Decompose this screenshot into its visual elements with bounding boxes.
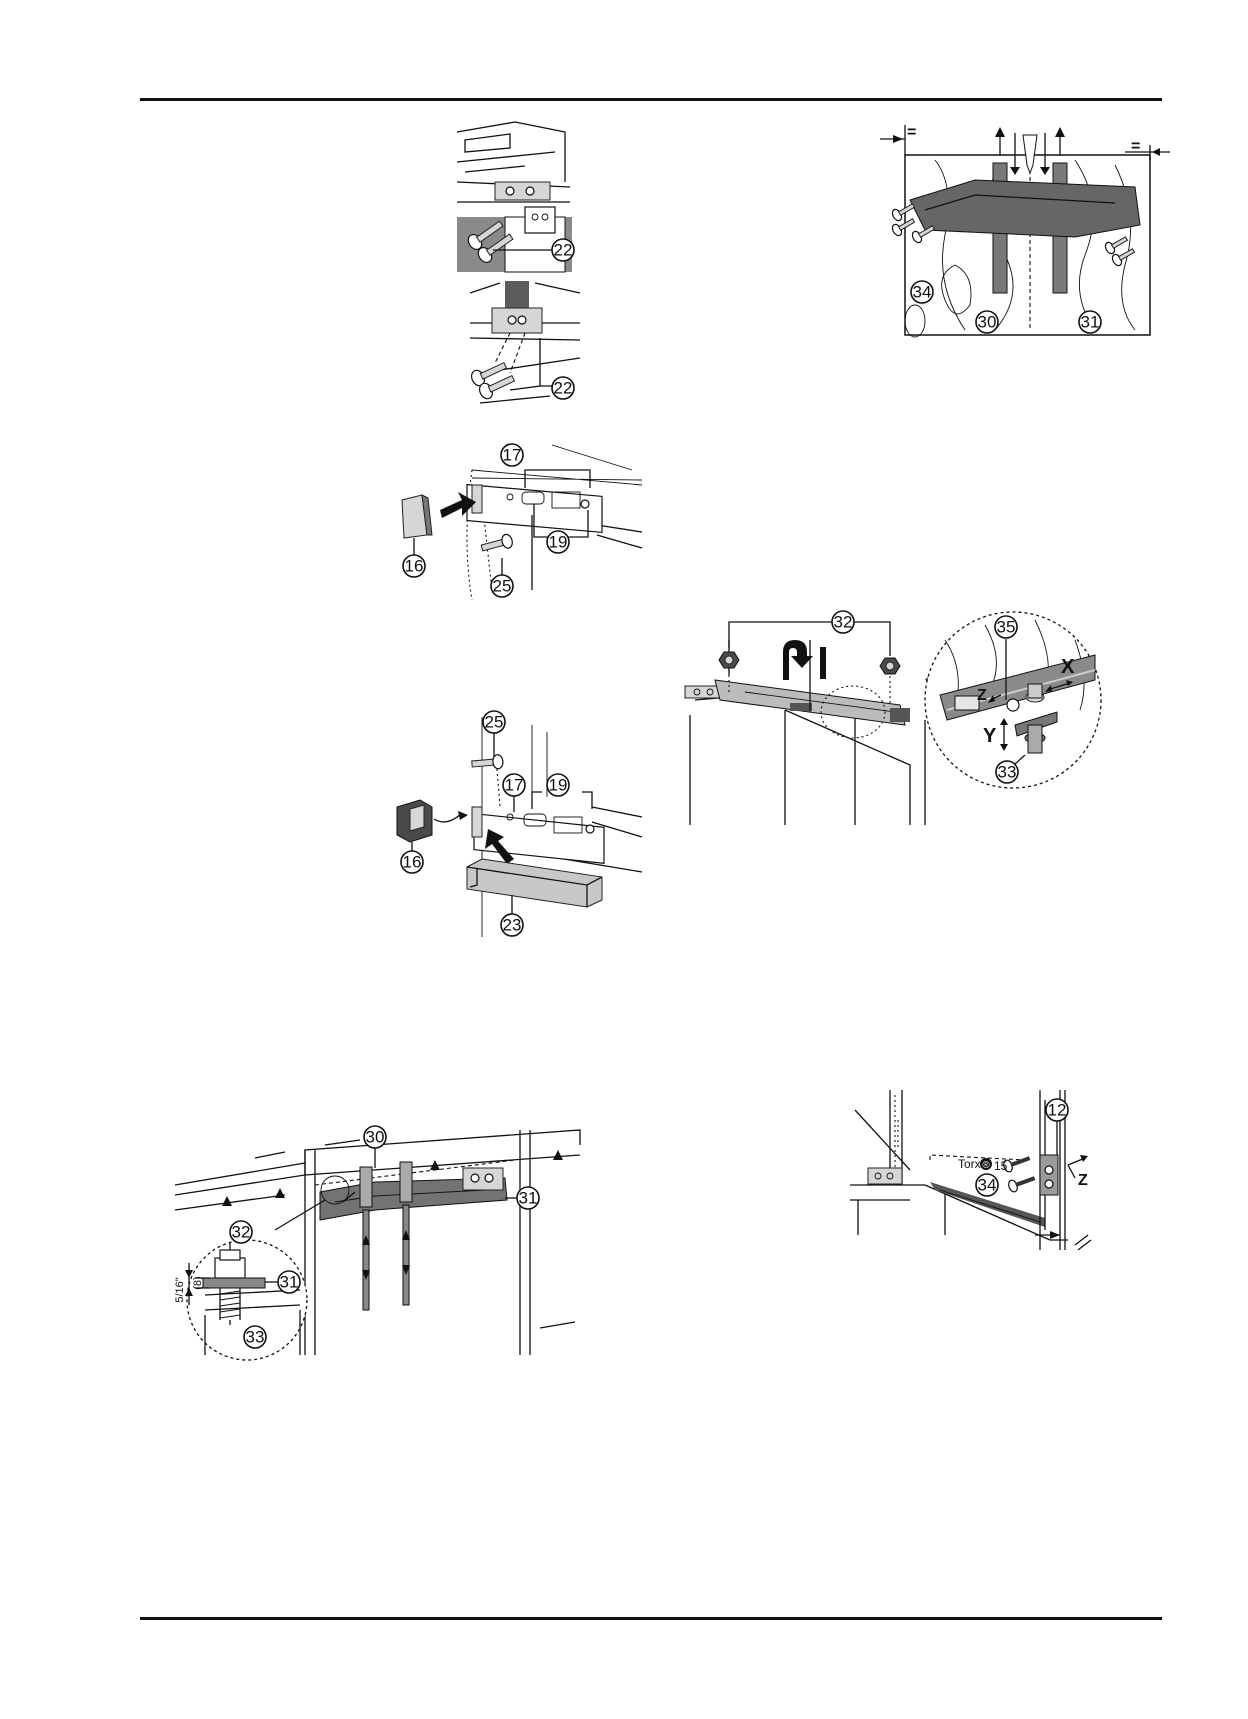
dimension-imperial: 5/16" xyxy=(174,1277,186,1302)
svg-text:16: 16 xyxy=(403,853,422,872)
callout-31: 31 xyxy=(278,1271,300,1293)
callout-23: 23 xyxy=(501,914,523,936)
figure-hinge-cover-refit: 25 17 19 16 23 xyxy=(392,707,642,942)
axis-label-x: X xyxy=(1061,656,1075,678)
footer-rule xyxy=(140,1617,1162,1620)
callout-33: 33 xyxy=(244,1326,266,1348)
svg-text:33: 33 xyxy=(998,763,1017,782)
svg-text:17: 17 xyxy=(503,446,522,465)
callout-32: 32 xyxy=(230,1221,252,1243)
figure-hinge-screws-bottom: 22 xyxy=(470,278,590,408)
svg-text:33: 33 xyxy=(246,1328,265,1347)
svg-text:31: 31 xyxy=(519,1189,538,1208)
gap-equal-right: = xyxy=(1131,138,1140,155)
figure-cabinet-template: 30 31 5/16" (8) 32 31 33 xyxy=(175,1110,585,1360)
svg-text:23: 23 xyxy=(503,916,522,935)
callout-31: 31 xyxy=(517,1187,539,1209)
callout-31: 31 xyxy=(1079,311,1101,333)
figure-hinge-screws-top: 22 xyxy=(455,122,575,272)
callout-19: 19 xyxy=(547,531,569,553)
svg-text:22: 22 xyxy=(554,241,573,260)
callout-34: 34 xyxy=(976,1174,998,1196)
svg-text:31: 31 xyxy=(280,1273,299,1292)
figure-hinge-adjustment-xyz: 32 Z X Y 35 33 xyxy=(685,600,1105,825)
svg-text:34: 34 xyxy=(978,1176,997,1195)
callout-25: 25 xyxy=(483,711,505,733)
callout-16: 16 xyxy=(403,555,425,577)
callout-30: 30 xyxy=(364,1126,386,1148)
svg-text:32: 32 xyxy=(834,613,853,632)
callout-22: 22 xyxy=(552,377,574,399)
callout-25: 25 xyxy=(491,575,513,597)
figure-hinge-cover-16: 17 19 16 25 xyxy=(392,440,642,600)
svg-text:19: 19 xyxy=(549,776,568,795)
callout-33: 33 xyxy=(996,761,1018,783)
svg-text:35: 35 xyxy=(997,618,1016,637)
svg-text:30: 30 xyxy=(366,1128,385,1147)
svg-text:16: 16 xyxy=(405,557,424,576)
svg-text:31: 31 xyxy=(1081,313,1100,332)
callout-16: 16 xyxy=(401,851,423,873)
svg-text:12: 12 xyxy=(1048,1101,1067,1120)
header-rule xyxy=(140,98,1162,101)
callout-17: 17 xyxy=(501,444,523,466)
svg-text:32: 32 xyxy=(232,1223,251,1242)
svg-text:19: 19 xyxy=(549,533,568,552)
figure-lower-hinge-torx: Torx ® 15 34 12 Z xyxy=(850,1090,1100,1265)
svg-text:25: 25 xyxy=(493,577,512,596)
figure-door-template: = = 34 30 31 xyxy=(875,125,1170,340)
callout-22: 22 xyxy=(552,239,574,261)
svg-text:34: 34 xyxy=(913,283,932,302)
dimension-metric: (8) xyxy=(192,1276,204,1289)
svg-text:30: 30 xyxy=(978,313,997,332)
callout-34: 34 xyxy=(911,281,933,303)
torx-registered-mark: ® xyxy=(982,1160,990,1171)
callout-32: 32 xyxy=(832,611,854,633)
svg-text:25: 25 xyxy=(485,713,504,732)
callout-19: 19 xyxy=(547,774,569,796)
callout-17: 17 xyxy=(503,774,525,796)
torx-label: Torx xyxy=(958,1157,981,1171)
torx-size: 15 xyxy=(994,1159,1008,1173)
callout-35: 35 xyxy=(995,616,1017,638)
svg-text:22: 22 xyxy=(554,379,573,398)
axis-label-z: Z xyxy=(1078,1172,1088,1189)
gap-equal-left: = xyxy=(907,124,916,141)
axis-label-z: Z xyxy=(977,687,987,704)
svg-text:17: 17 xyxy=(505,776,524,795)
axis-label-y: Y xyxy=(983,725,997,747)
callout-30: 30 xyxy=(976,311,998,333)
callout-12: 12 xyxy=(1046,1099,1068,1121)
